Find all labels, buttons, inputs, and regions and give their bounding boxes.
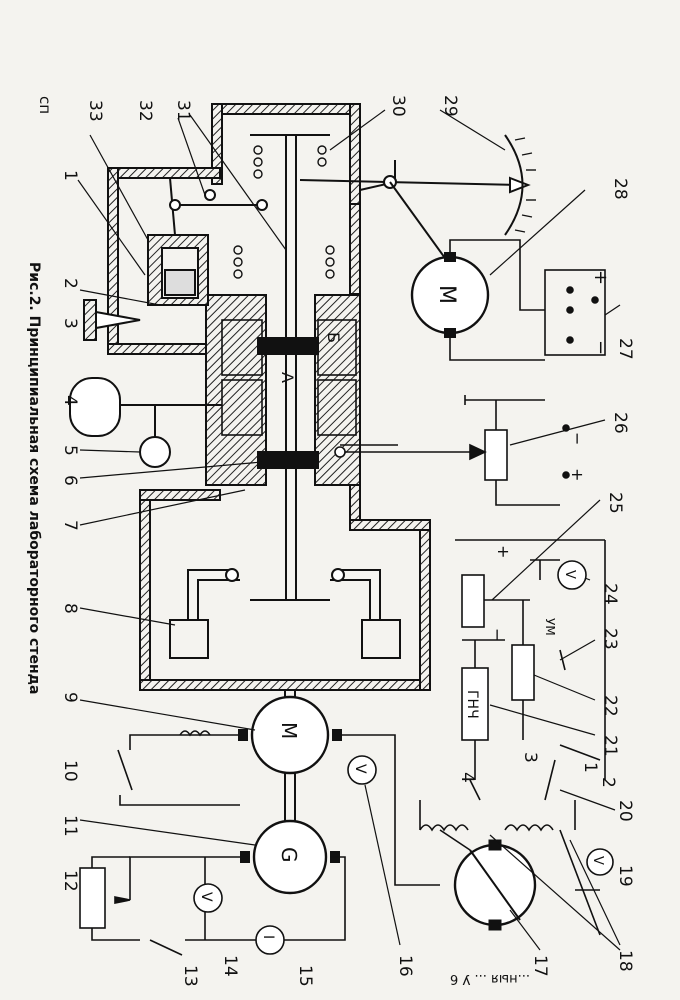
callout-12: 12 [60,870,80,892]
callout-7: 7 [60,520,80,531]
bottom-stamp: ...ныя ... У 6 [450,971,530,986]
callout-13: 13 [180,965,200,987]
callout-1: 1 [60,170,80,181]
switch-pos-3: 3 [520,752,540,763]
control-circuit [455,539,606,801]
callout-22: 22 [600,695,620,717]
voltmeter-16-label: V [352,764,368,774]
motor-28: M [410,252,490,338]
switch-pos-4: 4 [457,772,477,783]
springs [233,145,335,279]
callout-15: 15 [295,965,315,987]
callout-24: 24 [600,583,620,605]
chamber-a-label: А [278,372,297,383]
callout-11: 11 [60,815,80,837]
transformer-18 [419,800,601,936]
receiver-and-gauge [69,377,222,468]
motor-9-label: M [277,722,301,739]
ammeter-15-label: I [260,935,276,939]
figure-caption: Рис.2. Принципиальная схема лабораторног… [26,262,42,694]
callout-14: 14 [220,955,240,977]
callout-25: 25 [605,492,625,514]
callout-19: 19 [615,865,635,887]
main-housing [107,103,431,691]
voltmeter-19-label: V [590,856,605,865]
callout-29: 29 [440,95,460,117]
callout-2: 2 [60,278,80,289]
central-shaft [250,134,330,601]
callout-8: 8 [60,603,80,614]
generator-label: G [277,847,301,863]
voltmeter-16 [347,755,377,785]
motor-28-wiring [449,239,606,361]
callout-31: 31 [173,100,193,122]
callout-17: 17 [530,955,550,977]
plus-26: + [568,468,587,481]
motor-9: M [238,690,342,775]
chamber-b-label: Б [324,332,343,343]
page-mark: сп [36,96,54,114]
callout-4: 4 [60,395,80,406]
callout-23: 23 [600,628,620,650]
motor-28-label: M [434,285,459,304]
leader-lines [77,109,621,951]
switch-pos-1: 1 [580,762,600,773]
callout-9: 9 [60,692,80,703]
callout-3: 3 [60,318,80,329]
callout-28: 28 [610,178,630,200]
callout-16: 16 [395,955,415,977]
machine-17 [453,839,537,931]
ammeter-15 [255,925,285,955]
um-label: УМ [543,618,557,636]
switch-pos-2: 2 [598,777,618,788]
callout-27: 27 [615,338,635,360]
callout-5: 5 [60,445,80,456]
minus-27: − [590,340,611,355]
plus-25: + [494,545,513,558]
pointer-mechanism [299,134,531,266]
gen-hf-label: ГНЧ [464,690,480,719]
callout-21: 21 [600,735,620,757]
callout-30: 30 [388,95,408,117]
minus-25: − [488,628,507,641]
callout-10: 10 [60,760,80,782]
voltmeter-24-label: V [562,570,577,579]
motor-9-wiring [117,730,440,886]
voltmeter-14-label: V [198,892,214,902]
plus-27: + [590,270,611,285]
voltmeter-19 [586,848,614,876]
callout-26: 26 [610,412,630,434]
valve-units [169,568,401,659]
cylinder-assembly [83,177,268,341]
callout-33: 33 [85,100,105,122]
minus-26: − [568,432,587,445]
rheostat-26 [334,395,570,506]
callout-18: 18 [615,950,635,972]
callout-32: 32 [135,100,155,122]
voltmeter-14 [193,883,223,913]
callout-6: 6 [60,475,80,486]
callout-20: 20 [615,800,635,822]
generator-11: G [240,773,340,895]
scale-ticks [514,137,536,233]
